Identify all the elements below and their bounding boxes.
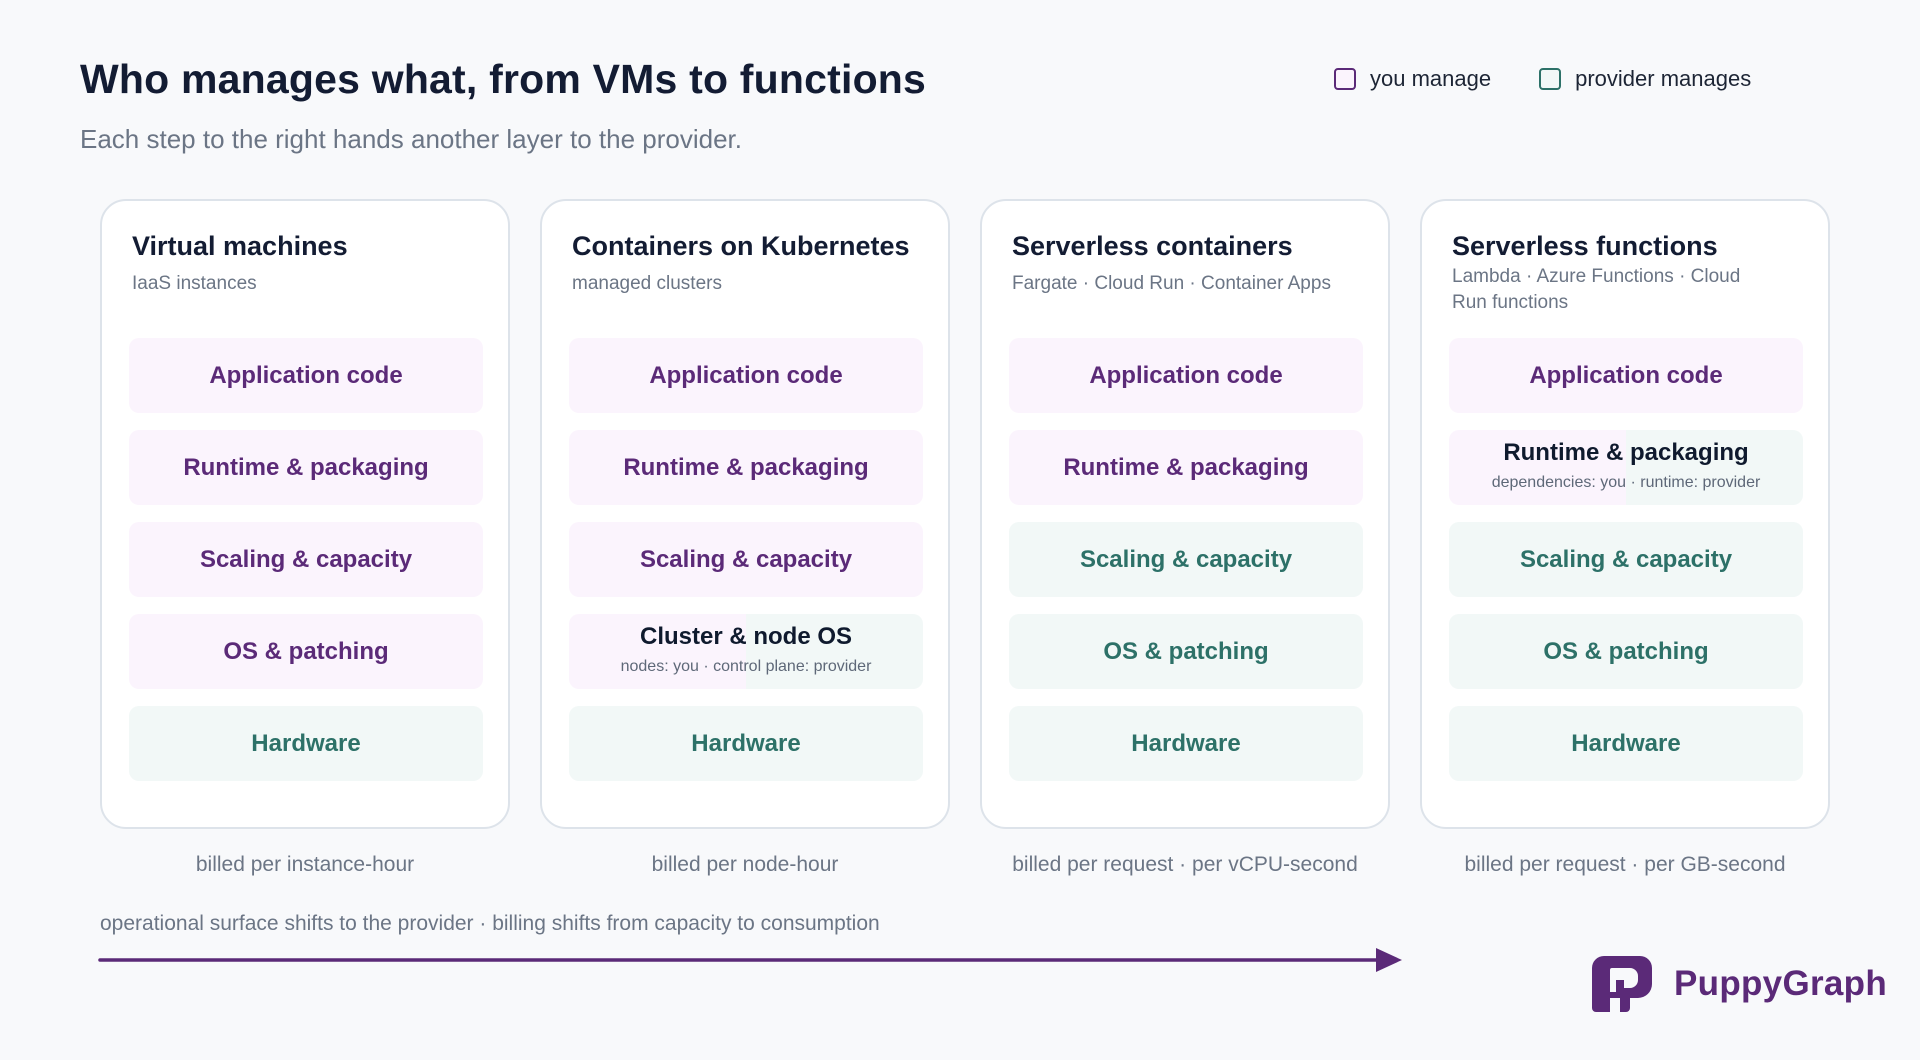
column-title: Serverless containers bbox=[1012, 231, 1293, 261]
brand-name: PuppyGraph bbox=[1674, 964, 1888, 1003]
column-subtitle: Fargate · Cloud Run · Container Apps bbox=[1012, 273, 1331, 294]
layer-application-code: Application code bbox=[569, 338, 923, 413]
layer-hardware: Hardware bbox=[1449, 706, 1803, 781]
layer-os-patching: OS & patching bbox=[1449, 614, 1803, 689]
layer-hardware: Hardware bbox=[569, 706, 923, 781]
layer-runtime-packaging: Runtime & packaging bbox=[569, 430, 923, 505]
column-subtitle: managed clusters bbox=[572, 273, 722, 294]
column-card-serverless-containers: Serverless containers Fargate · Cloud Ru… bbox=[980, 199, 1390, 829]
provider-manages-swatch bbox=[1539, 68, 1562, 90]
layer-hardware: Hardware bbox=[129, 706, 483, 781]
legend-item-you-manage: you manage bbox=[1334, 66, 1491, 92]
column-subtitle: Lambda · Azure Functions · Cloud Run fun… bbox=[1452, 266, 1741, 313]
column-title: Virtual machines bbox=[132, 231, 348, 261]
layer-application-code: Application code bbox=[1009, 338, 1363, 413]
axis-caption: operational surface shifts to the provid… bbox=[100, 912, 880, 935]
page-title: Who manages what, from VMs to functions bbox=[80, 56, 927, 102]
layer-scaling-capacity: Scaling & capacity bbox=[569, 522, 923, 597]
legend-label-provider-manages: provider manages bbox=[1575, 66, 1752, 91]
shift-arrow bbox=[98, 948, 1402, 972]
layer-runtime-packaging: Runtime & packaging bbox=[129, 430, 483, 505]
layer-runtime-packaging: Runtime & packaging bbox=[1009, 430, 1363, 505]
layer-os-patching: OS & patching bbox=[1009, 614, 1363, 689]
layer-hardware: Hardware bbox=[1009, 706, 1363, 781]
legend-item-provider-manages: provider manages bbox=[1539, 66, 1751, 92]
layer-os-patching: OS & patching bbox=[129, 614, 483, 689]
layer-scaling-capacity: Scaling & capacity bbox=[1449, 522, 1803, 597]
layer-label: Runtime & packaging bbox=[1503, 439, 1749, 466]
layer-split-note: dependencies: you · runtime: provider bbox=[1491, 474, 1761, 491]
billing-note-serverless-containers: billed per request · per vCPU-second bbox=[1012, 853, 1358, 876]
billing-note-virtual-machines: billed per instance-hour bbox=[195, 853, 415, 876]
layer-runtime-packaging: Runtime & packaging dependencies: you · … bbox=[1449, 430, 1803, 505]
puppy-logo-icon bbox=[1592, 956, 1652, 1012]
legend-label-you-manage: you manage bbox=[1370, 66, 1492, 91]
layer-label: Cluster & node OS bbox=[639, 623, 853, 650]
layer-scaling-capacity: Scaling & capacity bbox=[129, 522, 483, 597]
column-card-containers-on-kubernetes: Containers on Kubernetes managed cluster… bbox=[540, 199, 950, 829]
legend: you manage provider manages bbox=[1334, 66, 1799, 92]
column-title: Serverless functions bbox=[1452, 231, 1718, 261]
you-manage-swatch bbox=[1334, 68, 1356, 90]
brand-logo: PuppyGraph bbox=[1590, 954, 1887, 1014]
column-card-serverless-functions: Serverless functions Lambda · Azure Func… bbox=[1420, 199, 1830, 829]
layer-cluster-node-os: Cluster & node OS nodes: you · control p… bbox=[569, 614, 923, 689]
layer-scaling-capacity: Scaling & capacity bbox=[1009, 522, 1363, 597]
column-title: Containers on Kubernetes bbox=[572, 231, 910, 261]
layer-split-note: nodes: you · control plane: provider bbox=[620, 658, 872, 675]
column-subtitle: IaaS instances bbox=[132, 273, 257, 294]
page-subtitle: Each step to the right hands another lay… bbox=[80, 124, 742, 154]
layer-application-code: Application code bbox=[129, 338, 483, 413]
layer-application-code: Application code bbox=[1449, 338, 1803, 413]
billing-note-serverless-functions: billed per request · per GB-second bbox=[1464, 853, 1786, 876]
billing-note-containers-on-kubernetes: billed per node-hour bbox=[651, 853, 839, 876]
column-card-virtual-machines: Virtual machines IaaS instances Applicat… bbox=[100, 199, 510, 829]
